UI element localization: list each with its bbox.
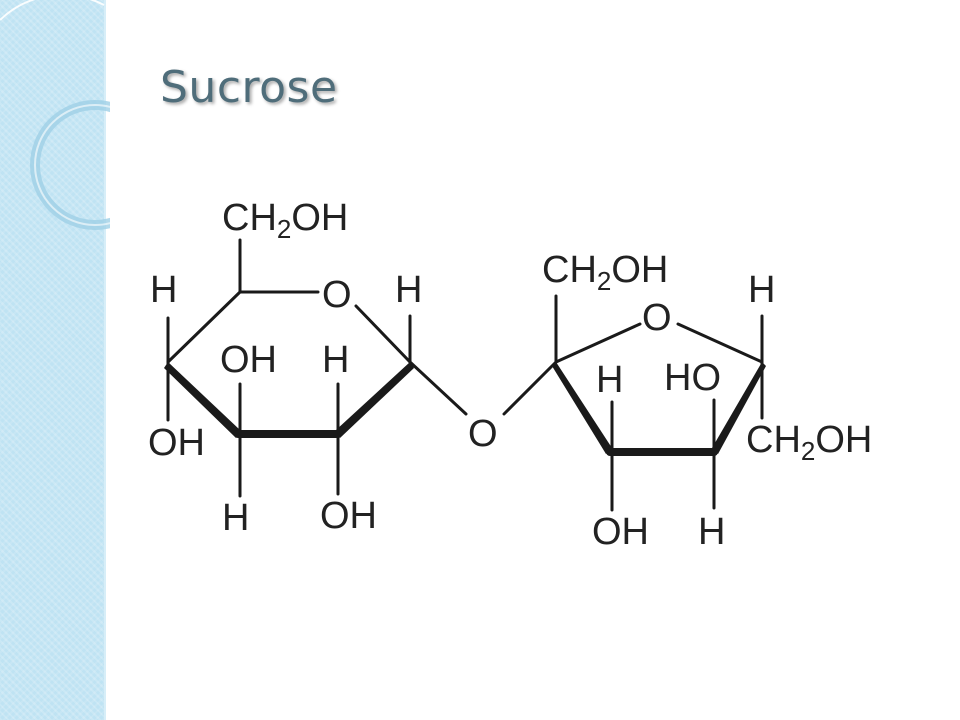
fructose-ring	[552, 294, 766, 512]
glucose-ch2oh-label: CH2OH	[222, 197, 348, 244]
decorative-circles	[0, 0, 110, 230]
slide-title: Sucrose	[160, 62, 338, 113]
glucose-h-anomeric: H	[395, 269, 422, 311]
glucose-oh-c2-down: OH	[320, 495, 377, 537]
fructose-h-c5: H	[748, 269, 775, 311]
glucose-ring	[164, 238, 468, 498]
fructose-oh-c3-down: OH	[592, 511, 649, 553]
glucose-h-left: H	[150, 269, 177, 311]
glucose-oh-c3: OH	[220, 339, 277, 381]
fructose-ch2oh-right-label: CH2OH	[746, 419, 872, 466]
glucose-h-c2: H	[322, 339, 349, 381]
fructose-ch2oh-top-label: CH2OH	[542, 249, 668, 296]
glucose-h-c3-down: H	[222, 497, 249, 539]
decorative-side-band	[0, 0, 110, 720]
glycosidic-oxygen: O	[468, 413, 498, 455]
fructose-h-c4-down: H	[698, 511, 725, 553]
glucose-ring-oxygen: O	[322, 274, 352, 316]
fructose-h-c3: H	[596, 359, 623, 401]
bridge-bond	[502, 360, 558, 416]
fructose-ho-c4: HO	[664, 357, 721, 399]
fructose-ring-oxygen: O	[642, 297, 672, 339]
glucose-oh-c4: OH	[148, 422, 205, 464]
